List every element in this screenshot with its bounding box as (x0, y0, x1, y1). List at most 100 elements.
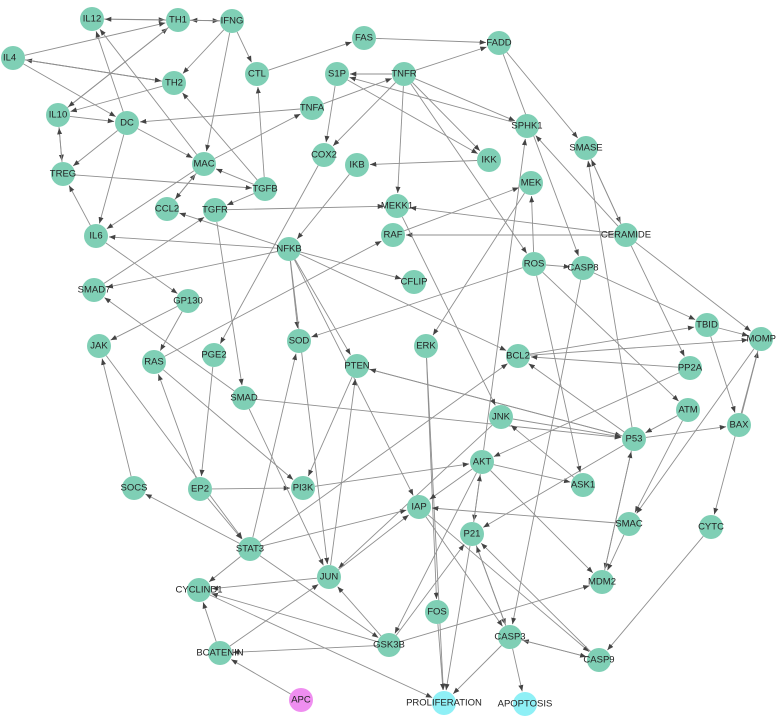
node-label: TH2 (165, 78, 183, 89)
edge-tnfr-to-ros (410, 83, 528, 254)
node-label: SOCS (121, 483, 148, 494)
node-circle (377, 633, 401, 657)
node-label: IFNG (221, 16, 244, 27)
edge-ep2-to-pi3k (211, 485, 291, 491)
edge-nfkb-to-cflip (300, 251, 402, 280)
node-tgfr: TGFR (202, 198, 228, 222)
edge-tnfa-to-tnfr (323, 78, 392, 105)
edge-iap-to-casp9 (427, 514, 590, 652)
node-label: MOMP (746, 334, 776, 345)
edge-atm-to-p53 (645, 415, 678, 434)
edge-cox2-to-pge2 (219, 165, 319, 344)
edge-stat3-to-socs (145, 493, 240, 544)
node-label: FADD (486, 38, 511, 49)
node-smad7: SMAD7 (78, 278, 111, 302)
node-circle (202, 343, 226, 367)
node-label: P53 (626, 434, 643, 445)
edge-jun-to-pten (330, 378, 357, 566)
node-cyclind1: CYCLIND1 (176, 578, 223, 602)
node-smad: SMAD (230, 386, 258, 410)
edge-bcl2-to-momp (529, 337, 749, 356)
edge-jnk-to-p53 (512, 418, 622, 439)
edge-akt-to-mdm2 (490, 470, 594, 574)
edge-casp8-to-tbid (593, 272, 696, 321)
node-circle (291, 476, 315, 500)
node-label: ATM (678, 405, 697, 416)
node-circle (425, 600, 449, 624)
edge-cyclind1-to-proliferation (209, 594, 433, 699)
node-fadd: FADD (486, 31, 512, 55)
node-label: IL4 (3, 53, 16, 64)
node-label: FAS (355, 33, 373, 44)
edge-dc-to-mac (137, 128, 193, 159)
edge-akt-to-gsk3b (394, 472, 478, 634)
edge-jun-to-cyclind1 (211, 577, 318, 591)
node-label: CFLIP (401, 277, 428, 288)
node-circle (699, 515, 723, 539)
edges-layer (23, 16, 759, 699)
node-ceramide: CERAMIDE (601, 223, 651, 247)
node-circle (289, 688, 313, 712)
node-circle (749, 327, 773, 351)
node-pge2: PGE2 (201, 343, 227, 367)
edge-mac-to-tnfa (214, 113, 301, 159)
node-circle (46, 103, 70, 127)
edge-dc-to-il6 (98, 134, 125, 224)
edge-tgfb-to-mac (215, 168, 255, 185)
node-th2: TH2 (162, 71, 186, 95)
edge-p21-to-proliferation (444, 545, 471, 691)
edge-gsk3b-to-p21 (395, 544, 465, 636)
edge-ros-to-mek (529, 195, 535, 253)
node-label: MAC (193, 159, 214, 170)
node-cytc: CYTC (698, 515, 724, 539)
edge-tnfa-to-dc (139, 108, 301, 124)
edge-stat3-to-iap (261, 509, 407, 547)
edge-pp2a-to-akt (493, 372, 680, 458)
node-ask1: ASK1 (571, 473, 595, 497)
node-circle (317, 565, 341, 589)
node-label: MEK (521, 178, 542, 189)
edge-mek-to-erk (432, 192, 525, 336)
edge-bcl2-to-tbid (529, 325, 695, 355)
edge-il6-to-gp130 (105, 242, 178, 294)
edge-il4-to-th2 (24, 59, 162, 83)
node-treg: TREG (50, 162, 76, 186)
edge-atm-to-smac (634, 420, 683, 513)
edge-akt-to-iap (429, 468, 473, 500)
node-circle (519, 171, 543, 195)
node-pp2a: PP2A (678, 356, 703, 380)
node-ikk: IKK (477, 148, 501, 172)
node-circle (571, 473, 595, 497)
node-il4: IL4 (1, 46, 25, 70)
node-mdm2: MDM2 (588, 570, 616, 594)
node-label: BCL2 (506, 351, 530, 362)
node-label: SMASE (569, 143, 602, 154)
edge-tgfb-to-tgfr (226, 193, 255, 206)
node-circle (238, 537, 262, 561)
edge-tgfb-to-ctl (255, 86, 265, 178)
edge-ceramide-to-pp2a (630, 245, 685, 357)
node-circle (176, 289, 200, 313)
node-circle (477, 148, 501, 172)
edge-pp2a-to-bcl2 (530, 354, 679, 368)
node-circle (142, 350, 166, 374)
edge-ctl-to-fas (268, 41, 352, 71)
node-circle (587, 648, 611, 672)
node-circle (192, 152, 216, 176)
edge-ros-to-ask1 (536, 275, 582, 473)
node-label: SMAD7 (78, 285, 111, 296)
node-p21: P21 (460, 522, 484, 546)
node-circle (325, 62, 349, 86)
node-circle (487, 31, 511, 55)
edge-p53-to-bcl2 (528, 363, 625, 433)
node-circle (287, 329, 311, 353)
edge-s1p-to-cox2 (324, 85, 336, 143)
node-circle (115, 111, 139, 135)
node-tbid: TBID (695, 313, 719, 337)
node-label: IL10 (49, 110, 68, 121)
node-cox2: COX2 (311, 143, 337, 167)
edge-ceramide-to-sphk1 (535, 135, 619, 227)
node-mekk1: MEKK1 (381, 194, 413, 218)
node-sphk1: SPHK1 (511, 114, 543, 138)
node-label: PP2A (678, 363, 703, 374)
